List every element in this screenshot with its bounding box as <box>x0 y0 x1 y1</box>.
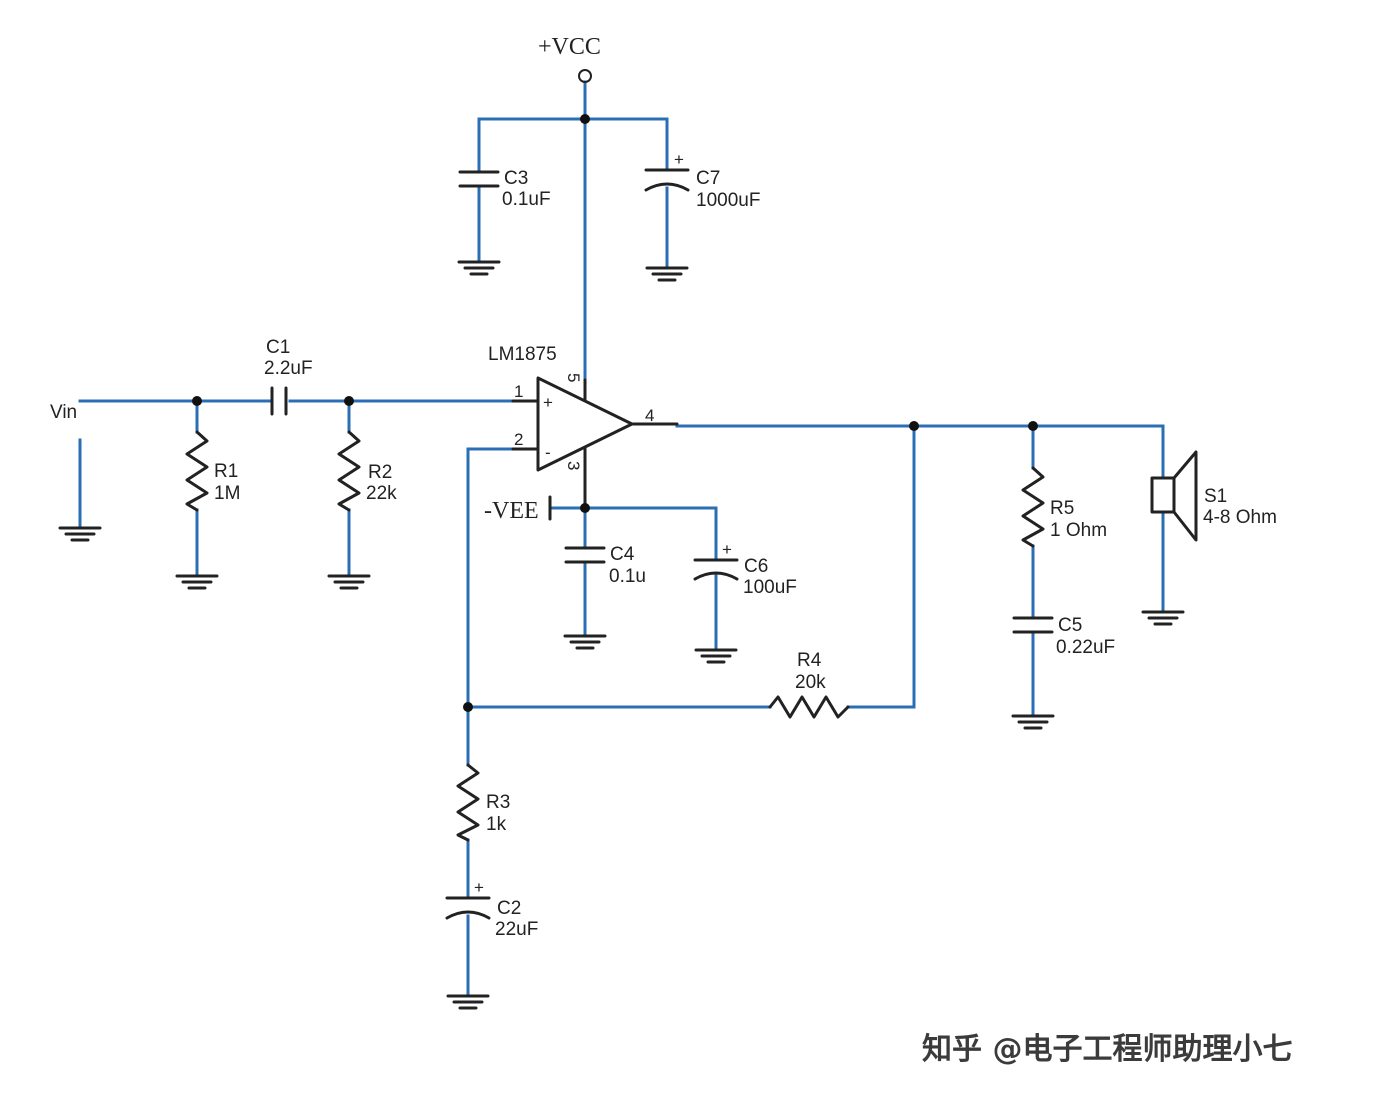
grounds <box>58 260 1185 1010</box>
ground-icon <box>175 574 219 590</box>
ground-icon <box>457 260 501 276</box>
capacitor-c3: C3 0.1uF <box>458 168 551 210</box>
r1-value: 1M <box>214 483 240 504</box>
vee-label: -VEE <box>484 498 539 524</box>
r3-value: 1k <box>486 814 507 835</box>
c5-ref: C5 <box>1058 615 1082 636</box>
resistor-r3: R3 1k <box>456 763 510 842</box>
c3-value: 0.1uF <box>502 189 551 210</box>
ground-icon <box>1141 610 1185 626</box>
c5-value: 0.22uF <box>1056 637 1115 658</box>
capacitor-c5: C5 0.22uF <box>1012 615 1115 658</box>
r3-zigzag <box>456 763 480 842</box>
ground-icon <box>694 648 738 664</box>
r5-zigzag <box>1021 466 1045 548</box>
capacitor-c2: + C2 22uF <box>445 878 538 940</box>
ground-icon <box>563 634 607 650</box>
r2-zigzag <box>337 430 361 512</box>
ground-icon <box>645 266 689 282</box>
r4-ref: R4 <box>797 650 822 671</box>
watermark: 知乎 @电子工程师助理小七 <box>922 1032 1293 1067</box>
junction-dot <box>463 702 473 712</box>
ground-icon <box>446 994 490 1010</box>
junction-dot <box>344 396 354 406</box>
vcc-label: +VCC <box>538 34 601 60</box>
resistor-r5: R5 1 Ohm <box>1021 466 1107 548</box>
opamp-pin5-label: 5 <box>564 373 583 382</box>
c5-plates <box>1012 616 1054 634</box>
capacitor-c6: + C6 100uF <box>693 540 797 598</box>
opamp-pin1-label: 1 <box>514 382 523 401</box>
opamp-plus-sign: + <box>543 393 553 412</box>
resistor-r2: R2 22k <box>337 430 397 512</box>
r5-value: 1 Ohm <box>1050 520 1107 541</box>
c7-plate-curved <box>644 182 690 192</box>
c2-ref: C2 <box>497 898 521 919</box>
ground-icon <box>327 574 371 590</box>
vcc-terminal-circle <box>578 69 592 83</box>
wire-feedback-in <box>466 447 772 709</box>
vin-label: Vin <box>50 402 77 423</box>
r2-ref: R2 <box>368 462 392 483</box>
c7-plus: + <box>674 150 684 169</box>
junction-dot <box>580 503 590 513</box>
junction-dot <box>909 421 919 431</box>
opamp-minus-sign: - <box>545 443 551 462</box>
r1-ref: R1 <box>214 461 238 482</box>
c4-plates <box>564 546 606 564</box>
r4-value: 20k <box>795 672 826 693</box>
vee-terminal: -VEE <box>484 495 552 524</box>
c6-plate-curved <box>693 571 739 581</box>
resistor-r1: R1 1M <box>185 430 240 512</box>
c6-value: 100uF <box>743 577 797 598</box>
junction-dot <box>1028 421 1038 431</box>
speaker-cone <box>1172 450 1198 542</box>
r5-ref: R5 <box>1050 498 1074 519</box>
c6-ref: C6 <box>744 556 768 577</box>
c2-plate-curved <box>445 910 491 920</box>
c4-value: 0.1u <box>609 566 646 587</box>
c1-plates <box>270 386 288 416</box>
c1-value: 2.2uF <box>264 358 313 379</box>
c3-ref: C3 <box>504 168 528 189</box>
c7-ref: C7 <box>696 168 720 189</box>
c6-plus: + <box>722 540 732 559</box>
junction-dot <box>192 396 202 406</box>
r3-ref: R3 <box>486 792 510 813</box>
c2-plus: + <box>474 878 484 897</box>
capacitor-c4: C4 0.1u <box>564 544 646 587</box>
opamp-pin2-label: 2 <box>514 430 523 449</box>
opamp-pin4-label: 4 <box>645 406 654 425</box>
speaker-body <box>1150 476 1176 514</box>
c4-ref: C4 <box>610 544 635 565</box>
opamp-pin3-label: 3 <box>564 461 583 470</box>
c3-plates <box>458 170 500 188</box>
s1-ref: S1 <box>1204 486 1227 507</box>
capacitor-c7: + C7 1000uF <box>644 150 760 211</box>
wire-feedback-out <box>846 424 916 709</box>
r1-zigzag <box>185 430 209 512</box>
c7-value: 1000uF <box>696 190 760 211</box>
junctions <box>192 114 1038 712</box>
speaker-s1: S1 4-8 Ohm <box>1150 450 1277 542</box>
resistor-r4: R4 20k <box>768 650 850 719</box>
opamp-name: LM1875 <box>488 344 557 365</box>
c1-ref: C1 <box>266 337 290 358</box>
vcc-terminal: +VCC <box>538 34 601 83</box>
c2-value: 22uF <box>495 919 538 940</box>
s1-value: 4-8 Ohm <box>1203 507 1277 528</box>
ground-icon <box>1011 714 1055 730</box>
r2-value: 22k <box>366 483 397 504</box>
junction-dot <box>580 114 590 124</box>
r4-zigzag <box>768 695 850 719</box>
capacitor-c1: C1 2.2uF <box>264 337 313 416</box>
opamp-lm1875: LM1875 + - 1 2 3 4 5 <box>488 344 679 510</box>
wires <box>78 80 1165 998</box>
ground-icon <box>58 526 102 542</box>
